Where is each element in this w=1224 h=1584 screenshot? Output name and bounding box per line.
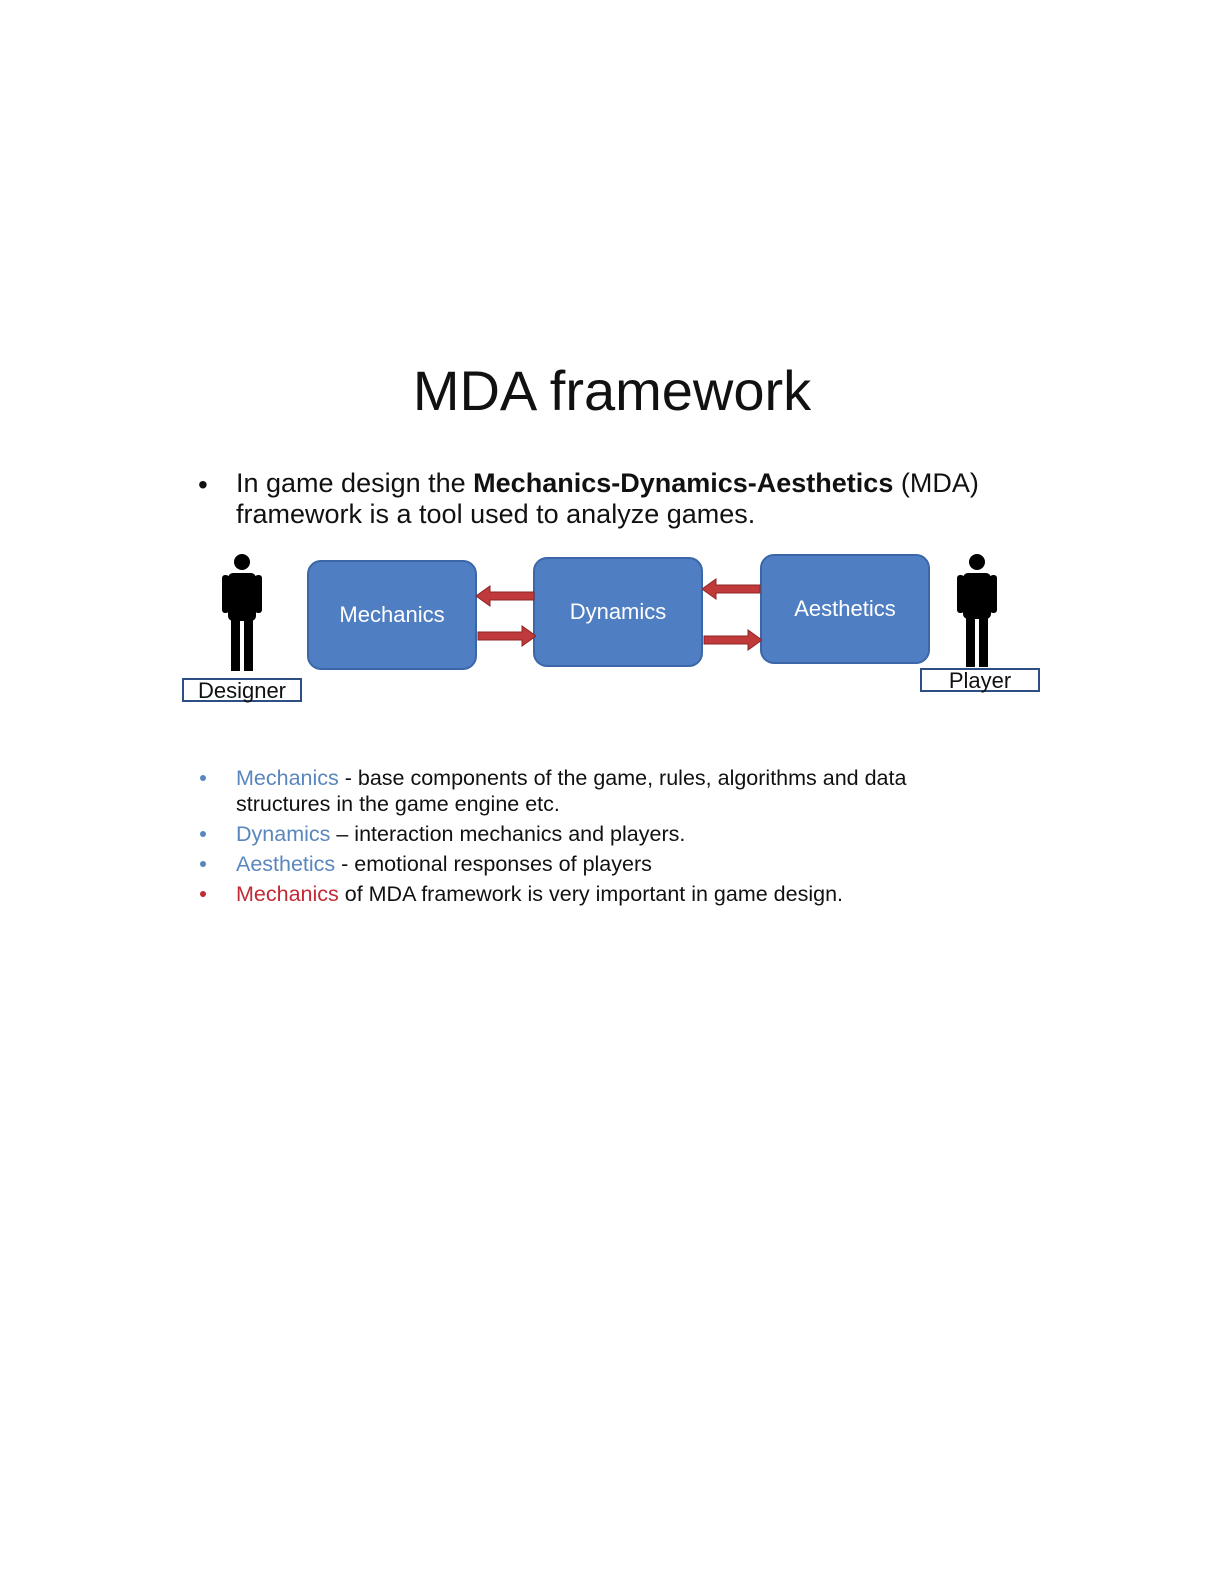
- mechanics-box: Mechanics: [307, 560, 477, 670]
- term-dynamics: Dynamics: [236, 822, 331, 846]
- intro-paragraph: In game design the Mechanics-Dynamics-Ae…: [236, 468, 1036, 530]
- intro-text-after: (MDA) framework is a tool used to analyz…: [236, 468, 979, 529]
- definition-text: - emotional responses of players: [335, 852, 652, 876]
- definition-text: - base components of the game, rules, al…: [236, 766, 907, 816]
- arrow-right-icon: [703, 629, 762, 651]
- player-label: Player: [920, 668, 1040, 692]
- intro-text-bold: Mechanics-Dynamics-Aesthetics: [473, 468, 894, 498]
- player-person-icon: [957, 554, 997, 667]
- list-item: Aesthetics - emotional responses of play…: [200, 851, 1000, 877]
- bullet-icon: [200, 831, 206, 837]
- details-list: Mechanics - base components of the game,…: [200, 765, 1000, 911]
- definition-text: of MDA framework is very important in ga…: [338, 882, 844, 906]
- list-item: Dynamics – interaction mechanics and pla…: [200, 821, 1000, 847]
- list-item: Mechanics of MDA framework is very impor…: [200, 881, 1000, 907]
- designer-person-icon: [222, 554, 262, 671]
- mda-diagram: Designer Player Mechanics Dynamics Aesth…: [0, 540, 1224, 720]
- term-mechanics-highlight: Mechanics: [236, 882, 339, 906]
- page-title: MDA framework: [412, 359, 812, 422]
- intro-text-before: In game design the: [236, 468, 474, 498]
- bullet-icon: [200, 891, 206, 897]
- bullet-icon: [200, 775, 206, 781]
- designer-label: Designer: [182, 678, 302, 702]
- arrow-right-icon: [477, 625, 536, 647]
- bullet-icon: •: [198, 469, 208, 500]
- definition-text: – interaction mechanics and players.: [330, 822, 686, 846]
- term-mechanics: Mechanics: [236, 766, 339, 790]
- bullet-icon: [200, 861, 206, 867]
- list-item: Mechanics - base components of the game,…: [200, 765, 1000, 817]
- aesthetics-box: Aesthetics: [760, 554, 930, 664]
- arrow-left-icon: [702, 578, 761, 600]
- arrow-left-icon: [476, 585, 535, 607]
- term-aesthetics: Aesthetics: [236, 852, 336, 876]
- dynamics-box: Dynamics: [533, 557, 703, 667]
